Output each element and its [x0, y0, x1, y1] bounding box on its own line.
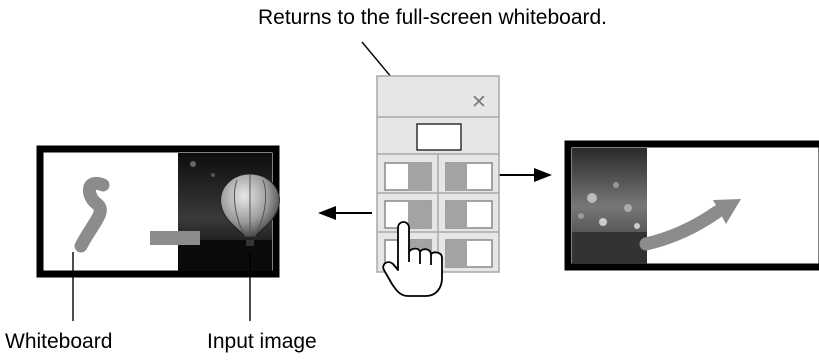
- layout-button-1[interactable]: [384, 162, 432, 191]
- layout-button-2[interactable]: [445, 162, 493, 191]
- whiteboard-area: [74, 177, 110, 253]
- layout-panel: ✕: [376, 75, 500, 273]
- right-screen: [564, 140, 819, 271]
- input-image-area: [178, 153, 280, 271]
- input-image-thumbnail: [572, 148, 647, 264]
- arrow-right-icon: [498, 168, 552, 182]
- layout-button-4[interactable]: [445, 200, 493, 229]
- hot-air-balloon-icon: [220, 173, 280, 246]
- arrow-left-icon: [318, 206, 372, 220]
- close-icon[interactable]: ✕: [471, 91, 487, 113]
- full-screen-whiteboard-button[interactable]: [416, 123, 462, 151]
- hand-pointer-icon: [382, 221, 443, 297]
- whiteboard-stroke-dot: [94, 202, 106, 214]
- callout-full-screen-whiteboard: Returns to the full-screen whiteboard.: [258, 6, 608, 29]
- left-screen: [36, 145, 280, 321]
- whiteboard-arrow-stroke: [639, 199, 741, 251]
- callout-input-image: Input image: [207, 330, 317, 353]
- callout-whiteboard: Whiteboard: [5, 330, 113, 353]
- layout-button-6[interactable]: [445, 239, 493, 268]
